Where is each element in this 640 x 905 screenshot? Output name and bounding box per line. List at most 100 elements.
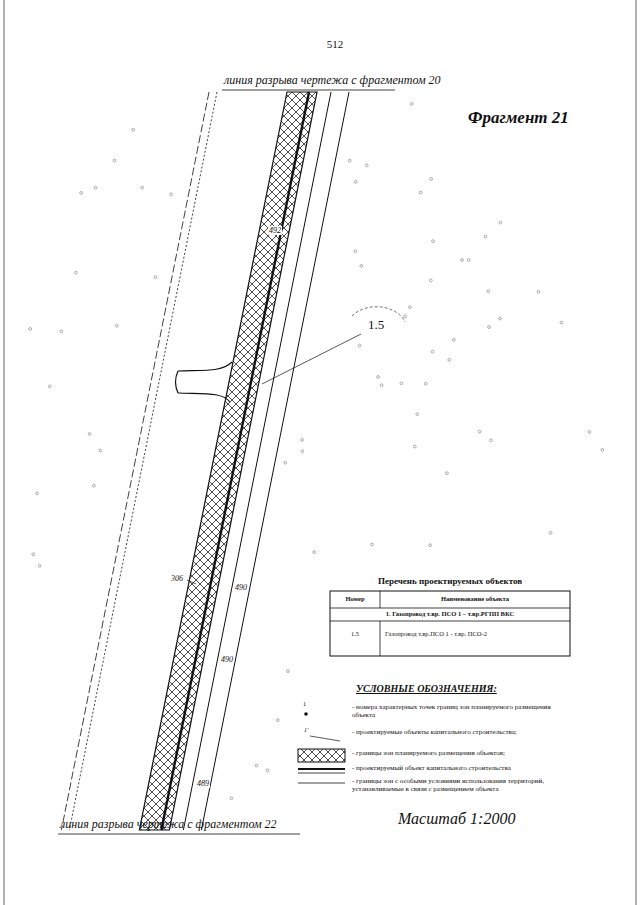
legend-symbol: 1 (303, 701, 306, 708)
boundary-line (69, 92, 217, 830)
terrain-dot (430, 177, 433, 180)
terrain-dot (354, 180, 357, 183)
terrain-dot (266, 769, 269, 772)
terrain-dot (380, 384, 383, 387)
terrain-dot (170, 193, 173, 196)
terrain-dot (537, 290, 540, 293)
terrain-dot (88, 433, 91, 436)
break-line-note: линия разрыва чертежа с фрагментом 20 (224, 74, 441, 88)
terrain-dot (419, 191, 422, 194)
terrain-dot (499, 221, 502, 224)
terrain-dot (432, 240, 435, 243)
terrain-dot (154, 276, 157, 279)
object-table (330, 591, 570, 656)
terrain-dot (446, 472, 449, 475)
terrain-dot (448, 358, 451, 361)
terrain-dot (461, 259, 464, 262)
terrain-dot (80, 192, 83, 195)
terrain-dot (354, 250, 357, 253)
terrain-dot (132, 128, 135, 131)
terrain-dot (416, 413, 419, 416)
table-header: Наименование объекта (380, 595, 570, 602)
legend-text: - границы зон с особыми условиями исполь… (352, 778, 567, 793)
terrain-dot (424, 382, 427, 385)
terrain-dot (286, 670, 289, 673)
terrain-dot (549, 531, 552, 534)
terrain-dot (32, 553, 35, 556)
terrain-dot (478, 430, 481, 433)
terrain-dot (141, 186, 144, 189)
terrain-dot (429, 544, 432, 547)
terrain-dot (400, 382, 403, 385)
leader-line (262, 334, 361, 384)
legend-symbol: 1' (304, 727, 308, 734)
terrain-dot (499, 317, 502, 320)
legend-samples (298, 712, 345, 783)
terrain-dot (404, 315, 407, 318)
page-edge (635, 0, 637, 905)
terrain-dot (255, 764, 258, 767)
point-number: 490 (220, 655, 234, 664)
terrain-dot (601, 449, 604, 452)
terrain-dot (230, 797, 233, 800)
protection-zone-line (183, 92, 331, 830)
terrain-dot (490, 439, 493, 442)
terrain-dot (284, 461, 287, 464)
terrain-dot (301, 438, 304, 441)
terrain-dot (115, 324, 118, 327)
table-cell: Газопровод т.вр.ПСО 1 - т.вр. ПСО-2 (385, 630, 487, 637)
table-cell: 1. Газопровод т.вр. ПСО 1 – т.вр.РГПП ВК… (330, 610, 570, 617)
legend-title: УСЛОВНЫЕ ОБОЗНАЧЕНИЯ: (356, 683, 497, 695)
table-header: Номер (330, 595, 380, 602)
terrain-dots (29, 103, 604, 800)
road (176, 362, 233, 402)
point-number: 490 (234, 583, 248, 592)
terrain-dot (371, 543, 374, 546)
terrain-dot (358, 344, 361, 347)
legend-text: - номера характерных точек границ зон пл… (352, 704, 567, 719)
table-cell: 1.5 (330, 630, 380, 637)
terrain-dot (410, 103, 413, 106)
terrain-dot (467, 259, 470, 262)
terrain-dot (431, 350, 434, 353)
break-line-note: линия разрыва чертежа с фрагментом 22 (60, 818, 277, 832)
table-title: Перечень проектируемых объектов (330, 576, 570, 586)
break-line (222, 90, 395, 91)
terrain-dot (487, 290, 490, 293)
break-line (58, 834, 300, 835)
boundary-line (61, 92, 209, 830)
legend-text: - проектируемые объекты капитального стр… (352, 729, 567, 737)
terrain-dot (452, 338, 455, 341)
fragment-title: Фрагмент 21 (468, 108, 569, 128)
terrain-dot (92, 484, 95, 487)
terrain-dot (36, 492, 39, 495)
point-number: 489 (196, 779, 210, 788)
terrain-dot (560, 321, 563, 324)
terrain-dot (348, 159, 351, 162)
terrain-dot (113, 159, 116, 162)
legend-text: - проектируемый объект капитального стро… (352, 765, 567, 773)
terrain-dot (38, 565, 41, 568)
terrain-dot (488, 326, 491, 329)
terrain-dot (365, 164, 368, 167)
protection-zone-line (201, 92, 349, 830)
page-number: 512 (300, 38, 370, 51)
point-number: 492 (268, 226, 282, 235)
terrain-dot (60, 330, 63, 333)
terrain-dot (429, 279, 432, 282)
point-number: 306 (170, 574, 184, 583)
pipeline (161, 92, 309, 830)
terrain-dot (276, 719, 279, 722)
terrain-dot (588, 431, 591, 434)
terrain-dot (301, 450, 304, 453)
legend-text: - границы зон планируемого размещения об… (352, 750, 567, 758)
scale-note: Масштаб 1:2000 (398, 810, 515, 828)
terrain-dot (313, 551, 316, 554)
placement-zone (139, 92, 317, 830)
terrain-dot (413, 445, 416, 448)
terrain-dot (48, 385, 51, 388)
terrain-dot (360, 265, 363, 268)
terrain-dot (377, 376, 380, 379)
